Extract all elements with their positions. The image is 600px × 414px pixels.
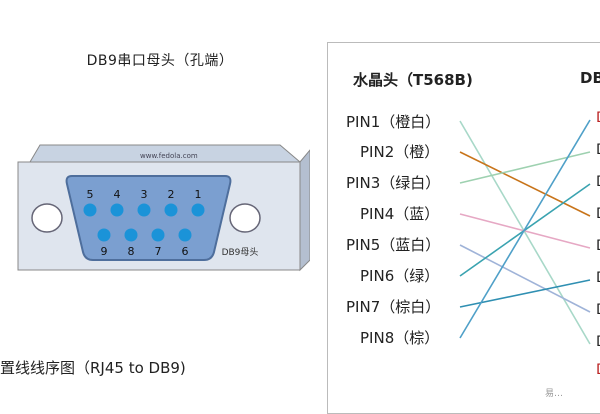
wire-pin-7 <box>459 279 591 308</box>
db9-pin-label-3: D <box>596 174 600 190</box>
plate-side-face <box>299 149 310 272</box>
pin-label-2: PIN2（橙） <box>360 143 440 161</box>
pin-number-1: 1 <box>195 188 202 201</box>
pin-number-7: 7 <box>155 245 162 258</box>
pin-label-1: PIN1（橙白） <box>346 113 441 131</box>
pin-hole-5 <box>83 203 97 217</box>
db9-pin-label-1: D <box>596 110 600 126</box>
pin-hole-8 <box>124 228 138 242</box>
pin-number-5: 5 <box>87 188 94 201</box>
mount-hole-right <box>229 203 261 233</box>
pin-hole-2 <box>164 203 178 217</box>
wire-pin-5 <box>459 244 591 313</box>
pin-hole-6 <box>178 228 192 242</box>
rj45-header: 水晶头（T568B) <box>353 71 473 89</box>
watermark: 易… <box>545 389 564 399</box>
connector-title: DB9串口母头（孔端） <box>86 53 234 69</box>
db9-pin-label-9: D <box>596 362 600 378</box>
pin-label-4: PIN4（蓝） <box>360 205 440 223</box>
plate-label: DB9母头 <box>222 247 259 258</box>
db9-pin-label-6: D <box>596 270 600 286</box>
db9-pin-label-5: D <box>596 238 600 254</box>
pin-label-3: PIN3（绿白） <box>346 174 441 192</box>
db9-pin-label-8: D <box>596 334 600 350</box>
wire-pin-3 <box>459 151 591 184</box>
pin-number-8: 8 <box>128 245 135 258</box>
db9-connector-illustration: www.fedola.com 5 4 3 2 1 9 8 7 6 DB9母头 <box>17 144 310 272</box>
wire-lines <box>459 119 591 345</box>
pin-hole-4 <box>110 203 124 217</box>
pin-number-6: 6 <box>182 245 189 258</box>
pin-number-2: 2 <box>168 188 175 201</box>
wiring-caption: 置线线序图（RJ45 to DB9) <box>0 359 186 377</box>
db9-pin-label-2: D <box>596 142 600 158</box>
wire-pin-1 <box>459 120 591 345</box>
wire-pin-4 <box>459 213 591 249</box>
pin-label-6: PIN6（绿） <box>360 267 440 285</box>
pin-hole-9 <box>97 228 111 242</box>
mount-hole-left <box>31 203 63 233</box>
db9-header: DB <box>580 69 600 87</box>
pin-number-9: 9 <box>101 245 108 258</box>
wire-pin-8 <box>459 119 591 339</box>
pin-number-4: 4 <box>114 188 121 201</box>
pin-label-8: PIN8（棕） <box>360 329 440 347</box>
pin-label-7: PIN7（棕白） <box>346 298 441 316</box>
pin-number-3: 3 <box>141 188 148 201</box>
pin-hole-1 <box>191 203 205 217</box>
db9-pin-label-4: D <box>596 206 600 222</box>
wiring-panel: 水晶头（T568B) DB PIN1（橙白） PIN2（橙） PIN3（绿白） … <box>327 42 600 414</box>
pin-label-5: PIN5（蓝白） <box>346 236 441 254</box>
wire-pin-2 <box>459 151 591 217</box>
db9-pin-label-7: D <box>596 302 600 318</box>
pin-hole-7 <box>151 228 165 242</box>
pin-hole-3 <box>137 203 151 217</box>
plate-url-text: www.fedola.com <box>140 152 198 160</box>
